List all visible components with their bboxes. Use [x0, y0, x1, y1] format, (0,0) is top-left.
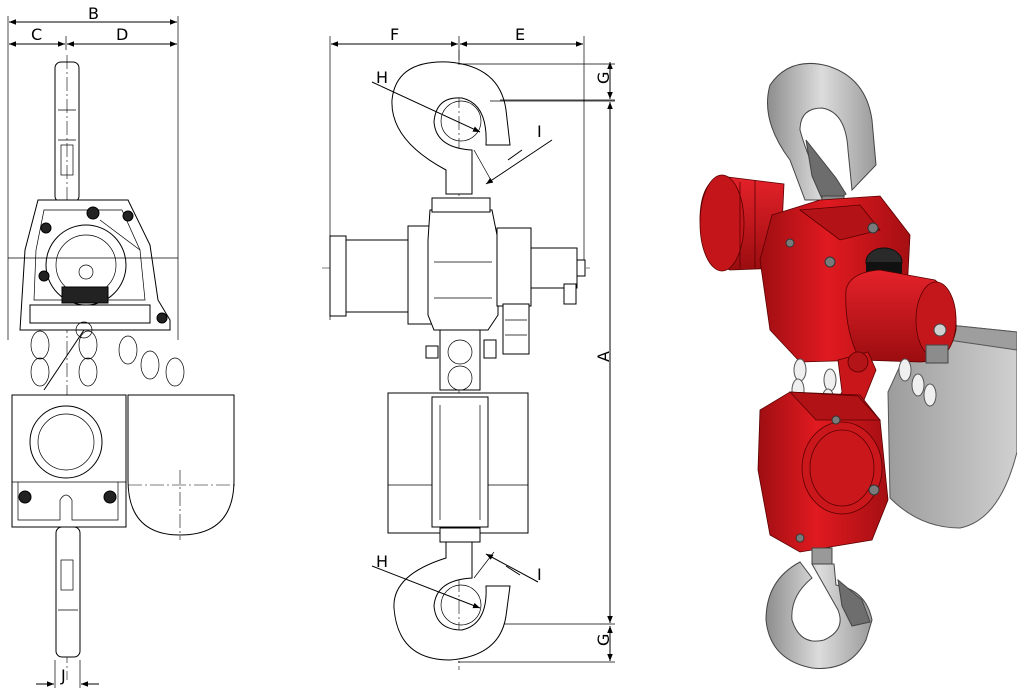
dimension-h-bottom-label: H: [376, 552, 388, 571]
dimension-f-label: F: [390, 25, 399, 44]
dimension-b-label: B: [88, 4, 99, 23]
dimension-h-top-label: H: [376, 68, 388, 87]
top-hook: [767, 62, 877, 201]
dimension-i-bottom-label: I: [537, 565, 542, 584]
dimension-i-top-label: I: [537, 122, 542, 141]
dimension-d-label: D: [116, 25, 128, 44]
dimension-g-top-label: G: [594, 72, 613, 84]
hoist-render: [699, 62, 1017, 669]
dimension-e-label: E: [515, 25, 525, 44]
side-view: F E H I G A: [322, 25, 615, 670]
chain-bag: [887, 321, 1017, 529]
dimension-a-label: A: [594, 351, 613, 362]
dimension-c-label: C: [31, 25, 42, 44]
front-view: B C D: [7, 4, 236, 688]
dimension-g-bottom-label: G: [594, 634, 613, 646]
dimension-j-label: J: [60, 666, 66, 685]
